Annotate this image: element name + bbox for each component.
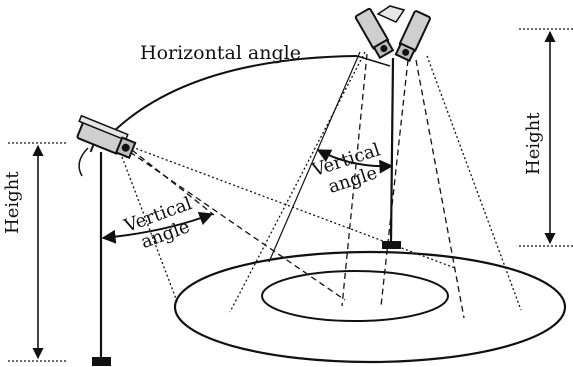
right-fov-dashed-inner-left <box>341 53 368 307</box>
outer-coverage-ellipse <box>173 250 567 364</box>
left-camera-cable <box>78 147 89 177</box>
inner-coverage-ellipse <box>261 270 449 322</box>
right-camera-mount <box>376 5 406 23</box>
right-camera-left-icon <box>354 7 395 60</box>
right-vertical-angle-arc <box>316 149 394 174</box>
left-height-label: Height <box>2 171 23 234</box>
left-vertical-angle-arc <box>101 211 214 244</box>
right-mast-base <box>382 241 401 249</box>
left-fov-dotted-low <box>121 156 179 305</box>
horizontal-angle-arc <box>111 55 358 134</box>
right-height-label: Height <box>523 112 544 175</box>
right-camera-right-icon <box>394 10 431 63</box>
right-fov-dashed-outer-right <box>415 59 465 319</box>
right-fov-dotted-outer-left <box>229 51 366 313</box>
left-camera-icon <box>76 114 137 160</box>
right-fov-dashed-inner-right <box>380 59 409 307</box>
right-fov-solid <box>268 51 361 263</box>
left-fov-dotted-top <box>131 146 456 269</box>
right-camera-mast <box>389 57 395 244</box>
horizontal-angle-label: Horizontal angle <box>140 42 301 64</box>
left-mast-base <box>92 357 111 366</box>
left-fov-dashed-upper <box>131 149 215 216</box>
right-fov-dotted-far-right <box>426 55 522 311</box>
